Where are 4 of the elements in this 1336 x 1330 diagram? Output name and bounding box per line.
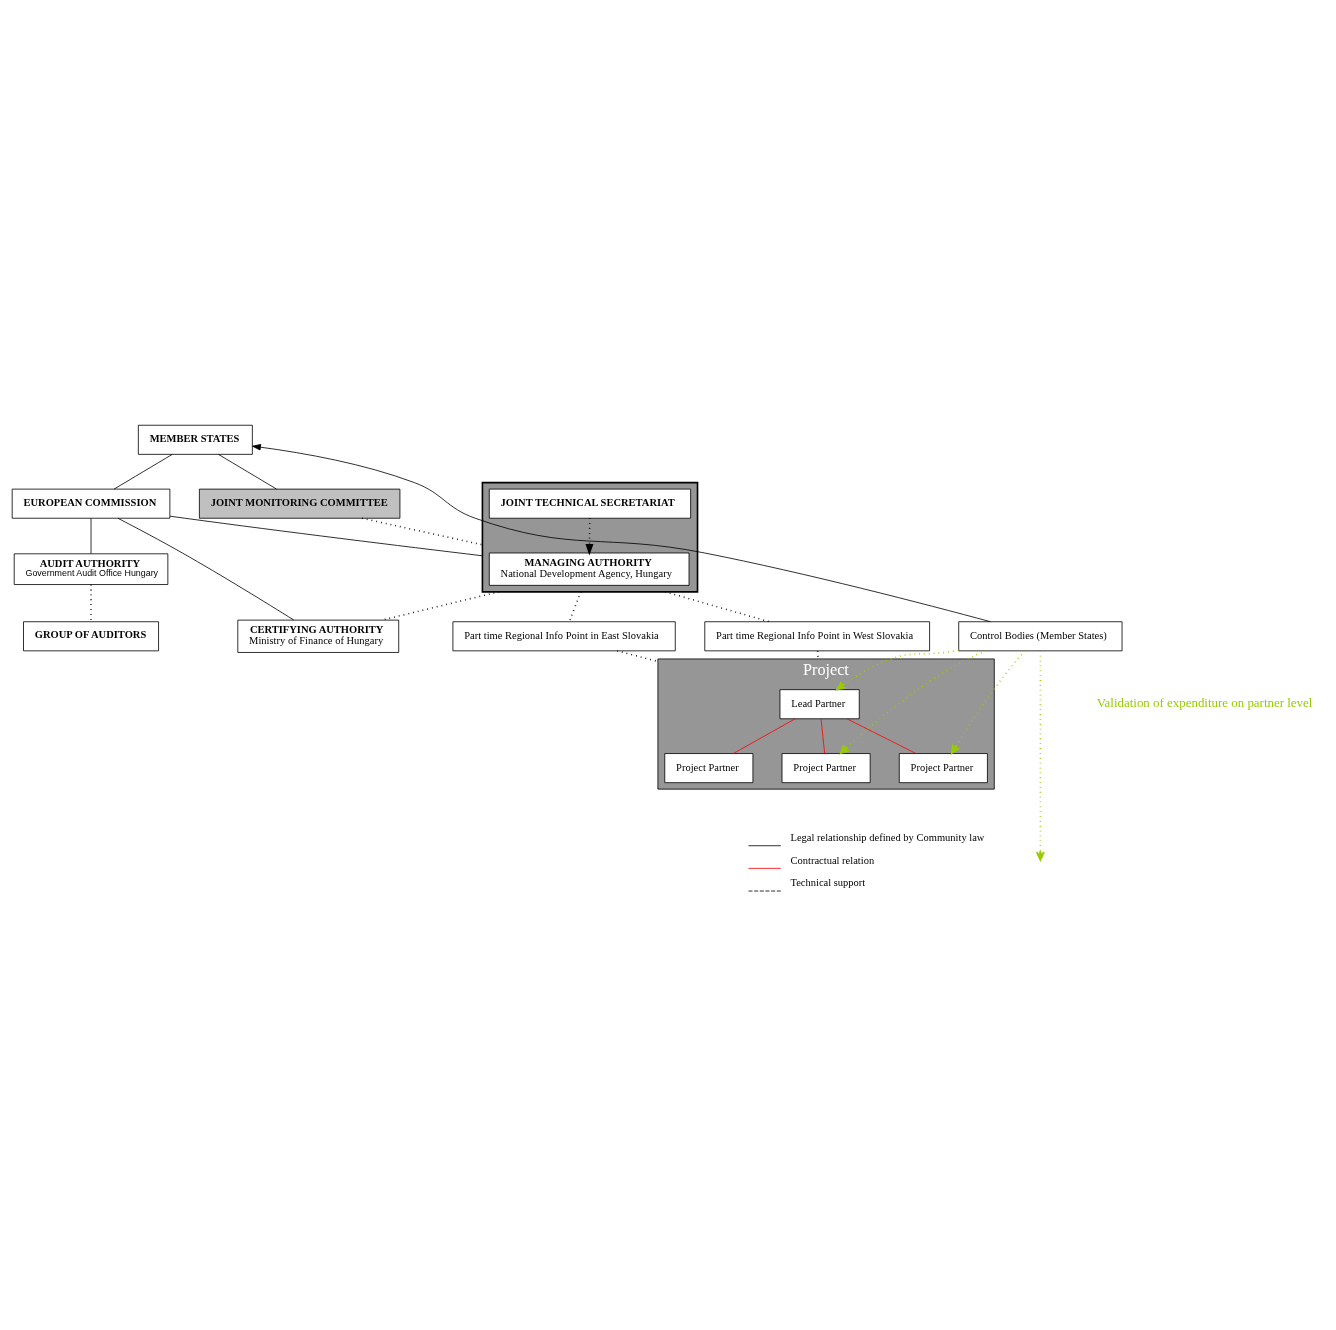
legend-label: Legal relationship defined by Community law (790, 832, 985, 844)
legend-label: Contractual relation (790, 854, 875, 866)
label: Validation of expenditure on partner level (1096, 695, 1313, 711)
legend-label: Technical support (790, 877, 866, 889)
